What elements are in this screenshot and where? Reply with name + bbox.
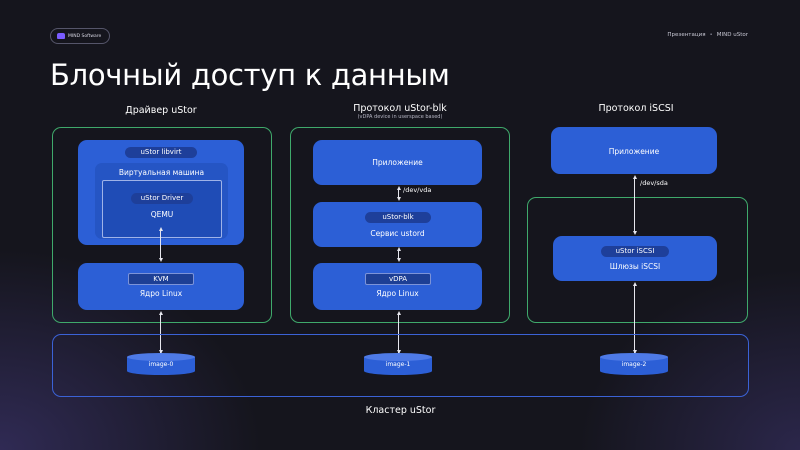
- app-label: Приложение: [372, 158, 423, 167]
- vdpa-pill: vDPA: [365, 273, 431, 285]
- image-label: image-2: [621, 361, 647, 368]
- arrow-up-icon: [158, 311, 163, 315]
- disk-icon: [127, 353, 195, 375]
- arrow-down-icon: [632, 350, 637, 354]
- kernel-label: Ядро Linux: [139, 289, 183, 298]
- arrow-down-icon: [158, 258, 163, 262]
- dev-sda-label: /dev/sda: [640, 179, 668, 187]
- kvm-pill: KVM: [128, 273, 194, 285]
- arrow-down-icon: [396, 350, 401, 354]
- kvm-box[interactable]: KVM Ядро Linux: [78, 263, 244, 310]
- disk-image-0[interactable]: image-0: [127, 353, 195, 375]
- vm-label: Виртуальная машина: [118, 168, 205, 177]
- arrow-up-icon: [632, 175, 637, 179]
- connector-line: [634, 178, 635, 233]
- breadcrumb-item[interactable]: MIND uStor: [716, 32, 748, 38]
- disk-image-2[interactable]: image-2: [600, 353, 668, 375]
- breadcrumb: Презентация • MIND uStor: [667, 32, 748, 38]
- disk-icon: [364, 353, 432, 375]
- connector-line: [398, 250, 399, 260]
- service-label: Сервис ustord: [370, 229, 425, 238]
- driver-frame: [52, 127, 272, 323]
- ustor-blk-pill: uStor-blk: [365, 212, 431, 223]
- arrow-down-icon: [396, 258, 401, 262]
- arrow-down-icon: [632, 231, 637, 235]
- blk-app-box[interactable]: Приложение: [313, 140, 482, 185]
- breadcrumb-item[interactable]: Презентация: [667, 32, 706, 38]
- page-title: Блочный доступ к данным: [50, 58, 450, 92]
- arrow-down-icon: [158, 350, 163, 354]
- blk-frame: [290, 127, 510, 323]
- breadcrumb-separator: •: [709, 32, 713, 38]
- brand-logo-icon: [57, 33, 65, 39]
- arrow-up-icon: [158, 227, 163, 231]
- cluster-label: Кластер uStor: [365, 405, 436, 416]
- disk-icon: [600, 353, 668, 375]
- column-title-driver: Драйвер uStor: [125, 105, 197, 116]
- arrow-up-icon: [396, 311, 401, 315]
- iscsi-gateway-box[interactable]: uStor iSCSI Шлюзы iSCSI: [553, 236, 717, 281]
- ustord-box[interactable]: uStor-blk Сервис ustord: [313, 202, 482, 247]
- kernel-label: Ядро Linux: [376, 289, 419, 298]
- image-label: image-1: [385, 361, 411, 368]
- app-label: Приложение: [608, 147, 660, 156]
- ustor-iscsi-pill: uStor iSCSI: [601, 246, 669, 257]
- libvirt-pill: uStor libvirt: [125, 147, 197, 158]
- connector-line: [398, 189, 399, 199]
- column-subtitle-blk: (vDPA device in userspace based): [357, 114, 443, 120]
- column-title-blk: Протокол uStor-blk: [353, 103, 447, 114]
- vdpa-box[interactable]: vDPA Ядро Linux: [313, 263, 482, 310]
- brand-badge[interactable]: MIND Software: [50, 28, 110, 44]
- brand-name: MIND Software: [68, 33, 102, 39]
- arrow-up-icon: [632, 282, 637, 286]
- disk-image-1[interactable]: image-1: [364, 353, 432, 375]
- connector-line: [634, 285, 635, 354]
- iscsi-frame: [527, 197, 748, 323]
- image-label: image-0: [148, 361, 174, 368]
- qemu-label: QEMU: [150, 210, 174, 219]
- arrow-up-icon: [396, 186, 401, 190]
- iscsi-app-box[interactable]: Приложение: [551, 127, 717, 174]
- column-title-iscsi: Протокол iSCSI: [598, 103, 674, 114]
- cluster-frame: [52, 334, 749, 397]
- arrow-down-icon: [396, 197, 401, 201]
- arrow-up-icon: [396, 247, 401, 251]
- gateways-label: Шлюзы iSCSI: [609, 262, 661, 271]
- dev-vda-label: /dev/vda: [403, 186, 432, 194]
- connector-line: [160, 230, 161, 260]
- driver-pill: uStor Driver: [131, 193, 193, 204]
